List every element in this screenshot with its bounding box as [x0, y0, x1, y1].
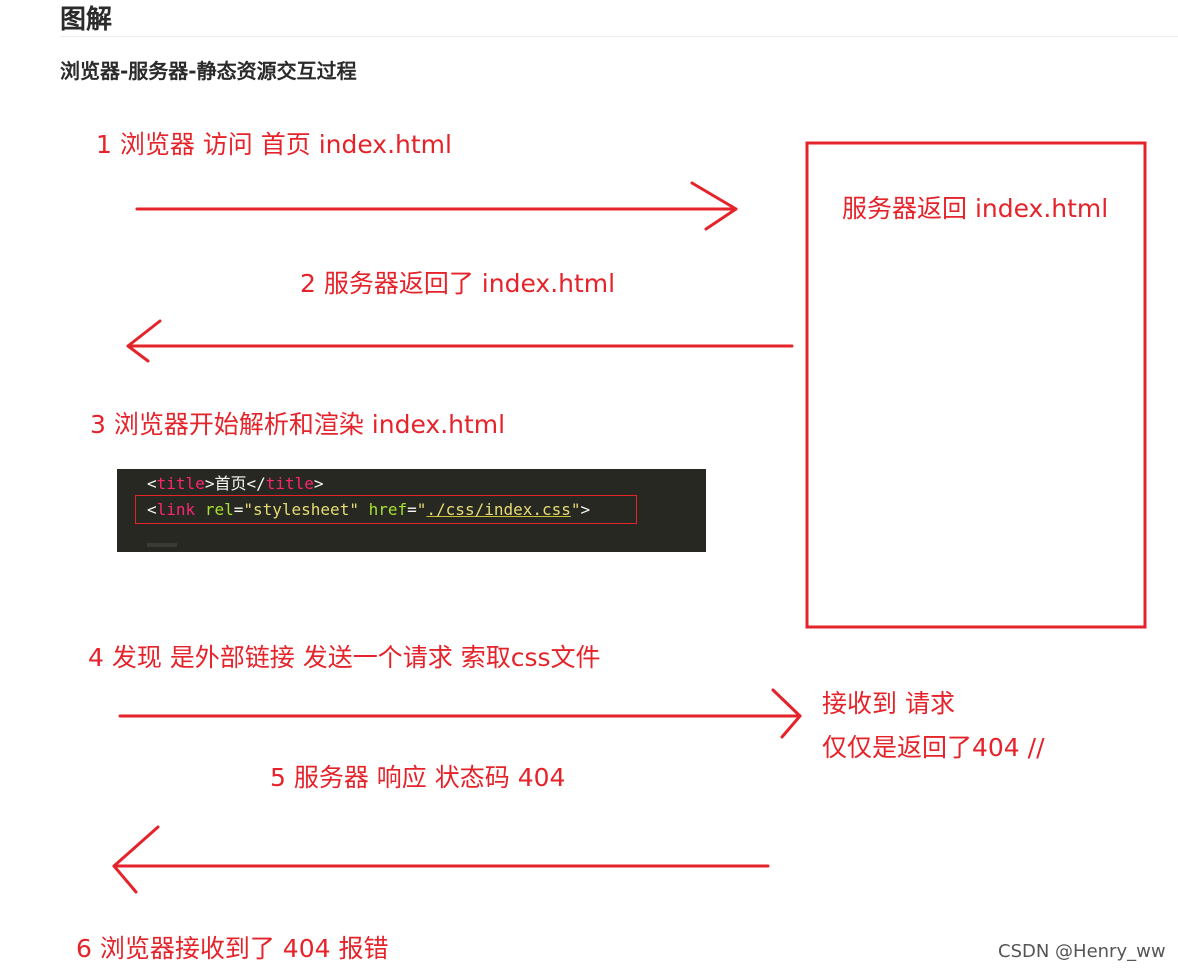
- code-token: title: [156, 474, 205, 493]
- code-token: "stylesheet": [243, 500, 359, 519]
- code-token: >: [580, 500, 591, 519]
- code-token: ./css/index.css: [426, 500, 571, 519]
- step-6-label: 6 浏览器接收到了 404 报错: [76, 934, 389, 963]
- arrow-2-head: [126, 319, 162, 363]
- arrow-2-return-index: [126, 319, 794, 363]
- code-token: href: [368, 500, 408, 519]
- code-token: </: [246, 474, 266, 493]
- step-1-label: 1 浏览器 访问 首页 index.html: [96, 130, 452, 159]
- arrow-1-request-index: [135, 181, 738, 231]
- code-token: 首页: [214, 474, 247, 493]
- code-token: link: [156, 500, 196, 519]
- arrow-4-request-css: [118, 688, 802, 739]
- code-line-link: <link rel="stylesheet" href="./css/index…: [147, 498, 590, 522]
- step-5-label: 5 服务器 响应 状态码 404: [270, 763, 566, 792]
- diagram-title: 浏览器-服务器-静态资源交互过程: [60, 59, 357, 83]
- code-token: ": [416, 500, 427, 519]
- code-token: >: [204, 474, 215, 493]
- arrow-5-response-404: [112, 825, 770, 894]
- code-cutoff-line: [147, 543, 177, 547]
- code-line-title: <title>首页</title>: [147, 472, 324, 496]
- arrow-5-head: [112, 825, 160, 894]
- code-token: rel: [204, 500, 234, 519]
- code-token: =: [407, 500, 417, 519]
- heading-divider: [60, 36, 1178, 37]
- server-note-received: 接收到 请求: [822, 689, 955, 718]
- step-4-label: 4 发现 是外部链接 发送一个请求 索取css文件: [88, 643, 601, 672]
- code-token: =: [233, 500, 244, 519]
- code-token: >: [313, 474, 324, 493]
- code-token: <: [147, 474, 157, 493]
- arrow-1-head: [690, 181, 738, 231]
- page-heading: 图解: [60, 5, 113, 35]
- code-token: ": [570, 500, 581, 519]
- server-box: [805, 141, 1147, 629]
- code-token: title: [265, 474, 314, 493]
- server-note-return-404: 仅仅是返回了404 //: [822, 733, 1045, 762]
- code-token: <: [147, 500, 157, 519]
- step-2-label: 2 服务器返回了 index.html: [300, 269, 616, 298]
- server-box-label: 服务器返回 index.html: [842, 194, 1109, 223]
- arrow-4-head: [771, 688, 802, 739]
- watermark: CSDN @Henry_ww: [998, 941, 1166, 962]
- code-screenshot: <title>首页</title> <link rel="stylesheet"…: [117, 469, 706, 552]
- step-3-label: 3 浏览器开始解析和渲染 index.html: [90, 410, 506, 439]
- code-highlight-box: [135, 495, 637, 524]
